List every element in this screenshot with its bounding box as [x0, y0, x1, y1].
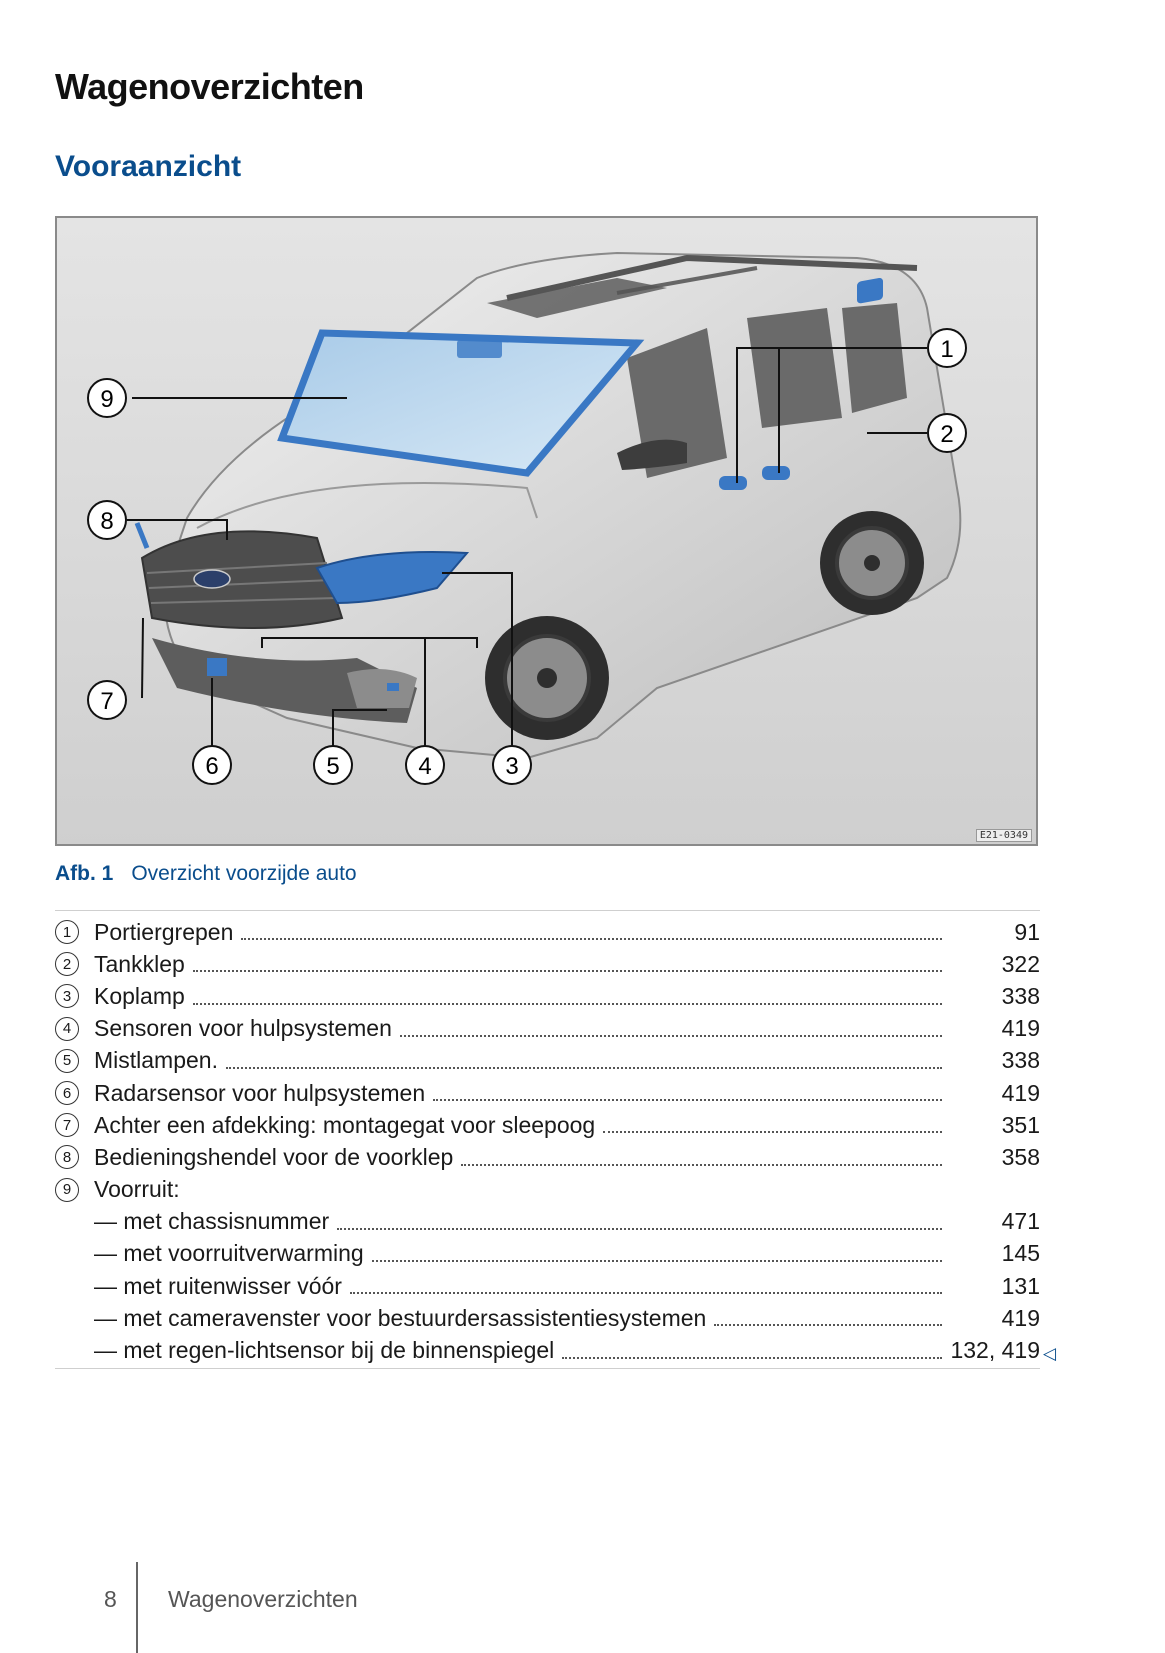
legend-number: 7 [55, 1113, 79, 1138]
legend-row: — met cameravenster voor bestuurdersassi… [55, 1302, 1040, 1334]
legend-page-ref[interactable]: 471 [1001, 1208, 1040, 1235]
legend-label: Tankklep [94, 950, 185, 977]
callout-4: 4 [405, 745, 445, 785]
leader-dots [188, 1197, 942, 1198]
figure-code: E21-0349 [975, 829, 1032, 842]
vehicle-front-figure: 9 8 7 6 5 4 3 2 1 E21-0349 [55, 216, 1038, 846]
caption-text: Overzicht voorzijde auto [131, 862, 357, 885]
legend-label: — met voorruitverwarming [94, 1240, 364, 1267]
legend-page-ref[interactable]: 358 [1001, 1143, 1040, 1170]
legend-label: Radarsensor voor hulpsystemen [94, 1079, 426, 1106]
legend-page-ref[interactable]: 131 [1001, 1272, 1040, 1299]
divider [55, 1368, 1040, 1369]
callout-2: 2 [927, 413, 967, 453]
legend-number: 9 [55, 1177, 79, 1202]
legend-row: 1 Portiergrepen 91 [55, 916, 1040, 948]
legend-number: 4 [55, 1016, 79, 1041]
svg-text:3: 3 [505, 753, 518, 780]
legend-page-ref[interactable]: 419 [1001, 1079, 1040, 1106]
legend-number: 8 [55, 1145, 79, 1170]
legend-row: 8 Bedieningshendel voor de voorklep 358 [55, 1141, 1040, 1173]
legend-page-ref[interactable]: 338 [1001, 982, 1040, 1009]
leader-dots [714, 1323, 942, 1327]
callout-3: 3 [492, 745, 532, 785]
leader-dots [337, 1227, 942, 1230]
leader-dots [371, 1259, 942, 1263]
divider [55, 910, 1040, 911]
legend-page-ref[interactable]: 322 [1001, 950, 1040, 977]
callout-9: 9 [87, 378, 127, 418]
svg-text:5: 5 [326, 753, 339, 780]
leader-dots [192, 1002, 942, 1005]
callouts: 9 8 7 6 5 4 3 2 1 [87, 328, 967, 785]
leader-dots [225, 1066, 942, 1069]
footer-divider [136, 1562, 138, 1653]
legend-page-ref[interactable]: 132, 419 [950, 1337, 1040, 1364]
leader-dots [461, 1163, 942, 1166]
leader-dots [192, 969, 942, 973]
callout-5: 5 [313, 745, 353, 785]
legend-label: Koplamp [94, 982, 185, 1009]
legend-label: Portiergrepen [94, 918, 234, 945]
legend-page-ref[interactable]: 145 [1001, 1240, 1040, 1267]
legend-number: 5 [55, 1048, 79, 1073]
legend-number: 1 [55, 920, 79, 945]
vehicle-illustration: 9 8 7 6 5 4 3 2 1 [57, 218, 1036, 844]
footer-page-number: 8 [104, 1586, 117, 1612]
svg-text:1: 1 [940, 336, 953, 363]
legend-row: 4 Sensoren voor hulpsystemen 419 [55, 1013, 1040, 1045]
legend-row: — met ruitenwisser vóór 131 [55, 1270, 1040, 1302]
legend-page-ref[interactable]: 91 [1014, 918, 1040, 945]
legend-row: 7 Achter een afdekking: montagegat voor s… [55, 1109, 1040, 1141]
callout-1: 1 [927, 328, 967, 368]
legend-page-ref[interactable]: 419 [1001, 1015, 1040, 1042]
legend-row: — met regen-lichtsensor bij de binnenspi… [55, 1334, 1040, 1366]
svg-text:2: 2 [940, 421, 953, 448]
leader-dots [399, 1034, 942, 1037]
svg-text:9: 9 [100, 386, 113, 413]
section-title: Vooraanzicht [55, 150, 242, 183]
legend-label: Voorruit: [94, 1176, 180, 1203]
callout-8: 8 [87, 500, 127, 540]
legend-page-ref[interactable]: 338 [1001, 1047, 1040, 1074]
svg-text:4: 4 [418, 753, 431, 780]
legend-label: — met regen-lichtsensor bij de binnenspi… [94, 1337, 555, 1364]
legend-row: 3 Koplamp 338 [55, 980, 1040, 1012]
legend-page-ref[interactable]: 419 [1001, 1304, 1040, 1331]
svg-text:6: 6 [205, 753, 218, 780]
svg-text:7: 7 [100, 688, 113, 715]
legend-number: 2 [55, 952, 79, 977]
footer-title: Wagenoverzichten [168, 1586, 358, 1612]
legend-row: 9 Voorruit: [55, 1174, 1040, 1206]
leader-dots [241, 937, 942, 941]
leader-lines [127, 347, 927, 750]
legend-label: — met chassisnummer [94, 1208, 330, 1235]
legend-page-ref[interactable]: 351 [1001, 1111, 1040, 1138]
page-title: Wagenoverzichten [55, 66, 364, 107]
svg-text:8: 8 [100, 508, 113, 535]
legend-label: Sensoren voor hulpsystemen [94, 1015, 392, 1042]
legend-row: 6 Radarsensor voor hulpsystemen 419 [55, 1077, 1040, 1109]
callout-6: 6 [192, 745, 232, 785]
legend-row: — met voorruitverwarming 145 [55, 1238, 1040, 1270]
caption-label: Afb. 1 [55, 862, 114, 885]
leader-dots [603, 1130, 942, 1134]
legend-number: 6 [55, 1081, 79, 1106]
legend-label: Mistlampen. [94, 1047, 218, 1074]
legend-row: 2 Tankklep 322 [55, 948, 1040, 980]
legend-row: — met chassisnummer 471 [55, 1206, 1040, 1238]
callout-7: 7 [87, 680, 127, 720]
leader-dots [349, 1291, 942, 1295]
end-of-section-icon: ◁ [1043, 1344, 1057, 1363]
figure-caption: Afb. 1 Overzicht voorzijde auto [55, 862, 357, 886]
legend-label: — met ruitenwisser vóór [94, 1272, 342, 1299]
legend-label: — met cameravenster voor bestuurdersassi… [94, 1304, 707, 1331]
leader-dots [433, 1098, 942, 1102]
legend-row: 5 Mistlampen. 338 [55, 1045, 1040, 1077]
legend-number: 3 [55, 984, 79, 1009]
legend-label: Bedieningshendel voor de voorklep [94, 1143, 454, 1170]
legend-label: Achter een afdekking: montagegat voor sl… [94, 1111, 596, 1138]
leader-dots [562, 1356, 942, 1359]
